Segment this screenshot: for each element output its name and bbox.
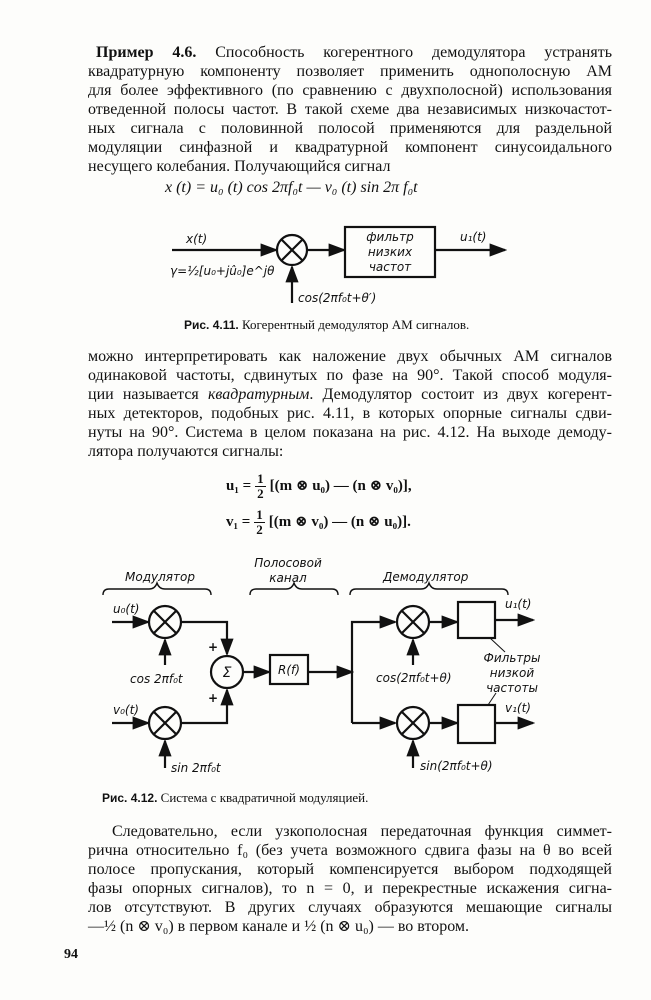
filter-label: низких [368, 245, 413, 259]
paragraph-1-line: Пример 4.6. Способность когерентного дем… [96, 43, 612, 62]
text: . Демодулятор состоит из двух когерент- [309, 386, 612, 403]
text: ции называется [88, 386, 208, 403]
sin-demod-label: sin(2πf₀t+θ) [420, 759, 493, 773]
caption-number: Рис. 4.12. [102, 791, 158, 805]
filters-label: низкой [490, 666, 535, 680]
paragraph-3-line: полосе пропускания, который компенсирует… [88, 861, 612, 878]
v1-label: v₁(t) [505, 701, 531, 715]
lowpass-filter-box [456, 703, 497, 745]
paragraph-1-line: несущего колебания. Получающийся сигнал [88, 158, 391, 175]
paragraph-3-line: лов отсутствуют. В других случаях образу… [88, 899, 612, 916]
numerator: 1 [254, 507, 265, 523]
input-label: x(t) [185, 232, 207, 246]
cos-demod-label: cos(2πf₀t+θ) [376, 671, 452, 685]
channel-box-label: R(f) [278, 663, 300, 677]
figure-4-12-diagram: Модулятор Полосовой канал Демодулятор u₀… [102, 556, 541, 775]
u0-label: u₀(t) [113, 602, 139, 616]
paragraph-2-line: нуты на 90°. Система в целом показана на… [88, 424, 612, 441]
filters-label: Фильтры [484, 651, 541, 665]
paragraph-1-line: отведенной полосы частот. В такой схеме … [88, 101, 612, 118]
plus-sign: + [208, 691, 218, 705]
sin-mod-label: sin 2πf₀t [171, 761, 222, 775]
caption-number: Рис. 4.11. [184, 318, 239, 332]
paragraph-3-line: Следовательно, если узкополосная передат… [112, 823, 612, 840]
modulator-label: Модулятор [125, 570, 195, 584]
v0-label: v₀(t) [113, 703, 139, 717]
sum-symbol: Σ [223, 665, 232, 681]
numerator: 1 [255, 471, 266, 487]
filter-label: фильтр [366, 230, 414, 244]
lhs: v₁ = [226, 513, 251, 530]
output-label: u₁(t) [460, 230, 486, 244]
paragraph-1-line: модуляции синфазной и квадратурной компо… [88, 139, 612, 156]
figure-4-11-caption: Рис. 4.11. Когерентный демодулятор АМ си… [184, 317, 469, 333]
lowpass-filter-box [343, 225, 437, 279]
plus-sign: + [208, 640, 218, 654]
lhs: u₁ = [226, 477, 252, 494]
rhs: [(m ⊗ u₀) — (n ⊗ v₀)], [269, 477, 412, 494]
paragraph-3-line: —½ (n ⊗ v₀) в первом канале и ½ (n ⊗ u₀)… [88, 918, 470, 935]
lowpass-filter-box [456, 600, 497, 640]
demodulator-label: Демодулятор [382, 570, 469, 584]
channel-label: Полосовой [254, 556, 322, 570]
paragraph-2-line: одинаковой частоты, сдвинутых по фазе на… [88, 367, 612, 384]
cos-mod-label: cos 2πf₀t [130, 672, 184, 686]
figure-4-12-caption: Рис. 4.12. Система с квадратичной модуля… [102, 790, 368, 806]
caption-text: Система с квадратичной модуляцией. [160, 790, 369, 805]
channel-label: канал [269, 571, 307, 585]
denominator: 2 [257, 486, 264, 501]
signal-formula: x (t) = u₀ (t) cos 2πf₀t — v₀ (t) sin 2π… [165, 179, 418, 196]
text: Способность когерентного демодулятора ус… [215, 44, 612, 61]
channel-box [268, 653, 310, 686]
paragraph-1-line: квадратурную компоненту позволяет примен… [88, 63, 612, 80]
paragraph-2-line: можно интерпретировать как наложение дву… [88, 348, 612, 365]
paragraph-3-line: фазы опорных сигналов), то n = 0, и пере… [88, 880, 612, 897]
example-heading: Пример 4.6. [96, 44, 197, 61]
paragraph-2-line: ных детекторов, подобных рис. 4.11, в ко… [88, 405, 612, 422]
paragraph-2-line: лятора получаются сигналы: [88, 443, 284, 460]
paragraph-1-line: для более эффективного (по сравнению с д… [88, 82, 612, 99]
demodulator-brace [349, 580, 509, 596]
u1-label: u₁(t) [505, 597, 531, 611]
denominator: 2 [256, 522, 263, 537]
caption-text: Когерентный демодулятор АМ сигналов. [242, 317, 470, 332]
paragraph-3-line: рична относительно f₀ (без учета возможн… [88, 842, 612, 859]
page-number: 94 [64, 947, 78, 962]
input-formula: γ=½[u₀+jû₀]e^jθ [170, 264, 275, 278]
rhs: [(m ⊗ v₀) — (n ⊗ u₀)]. [268, 513, 411, 530]
modulator-brace [102, 580, 212, 596]
paragraph-1-line: ных сигнала с половинной полосой применя… [88, 120, 612, 137]
reference-label: cos(2πf₀t+θ′) [298, 291, 376, 305]
filters-label: частоты [486, 681, 538, 695]
channel-brace [249, 580, 339, 596]
filter-label: частот [369, 260, 412, 274]
emphasis-term: квадратурным [207, 386, 310, 403]
paragraph-2-line: ции называется квадратурным. Демодулятор… [88, 385, 612, 404]
